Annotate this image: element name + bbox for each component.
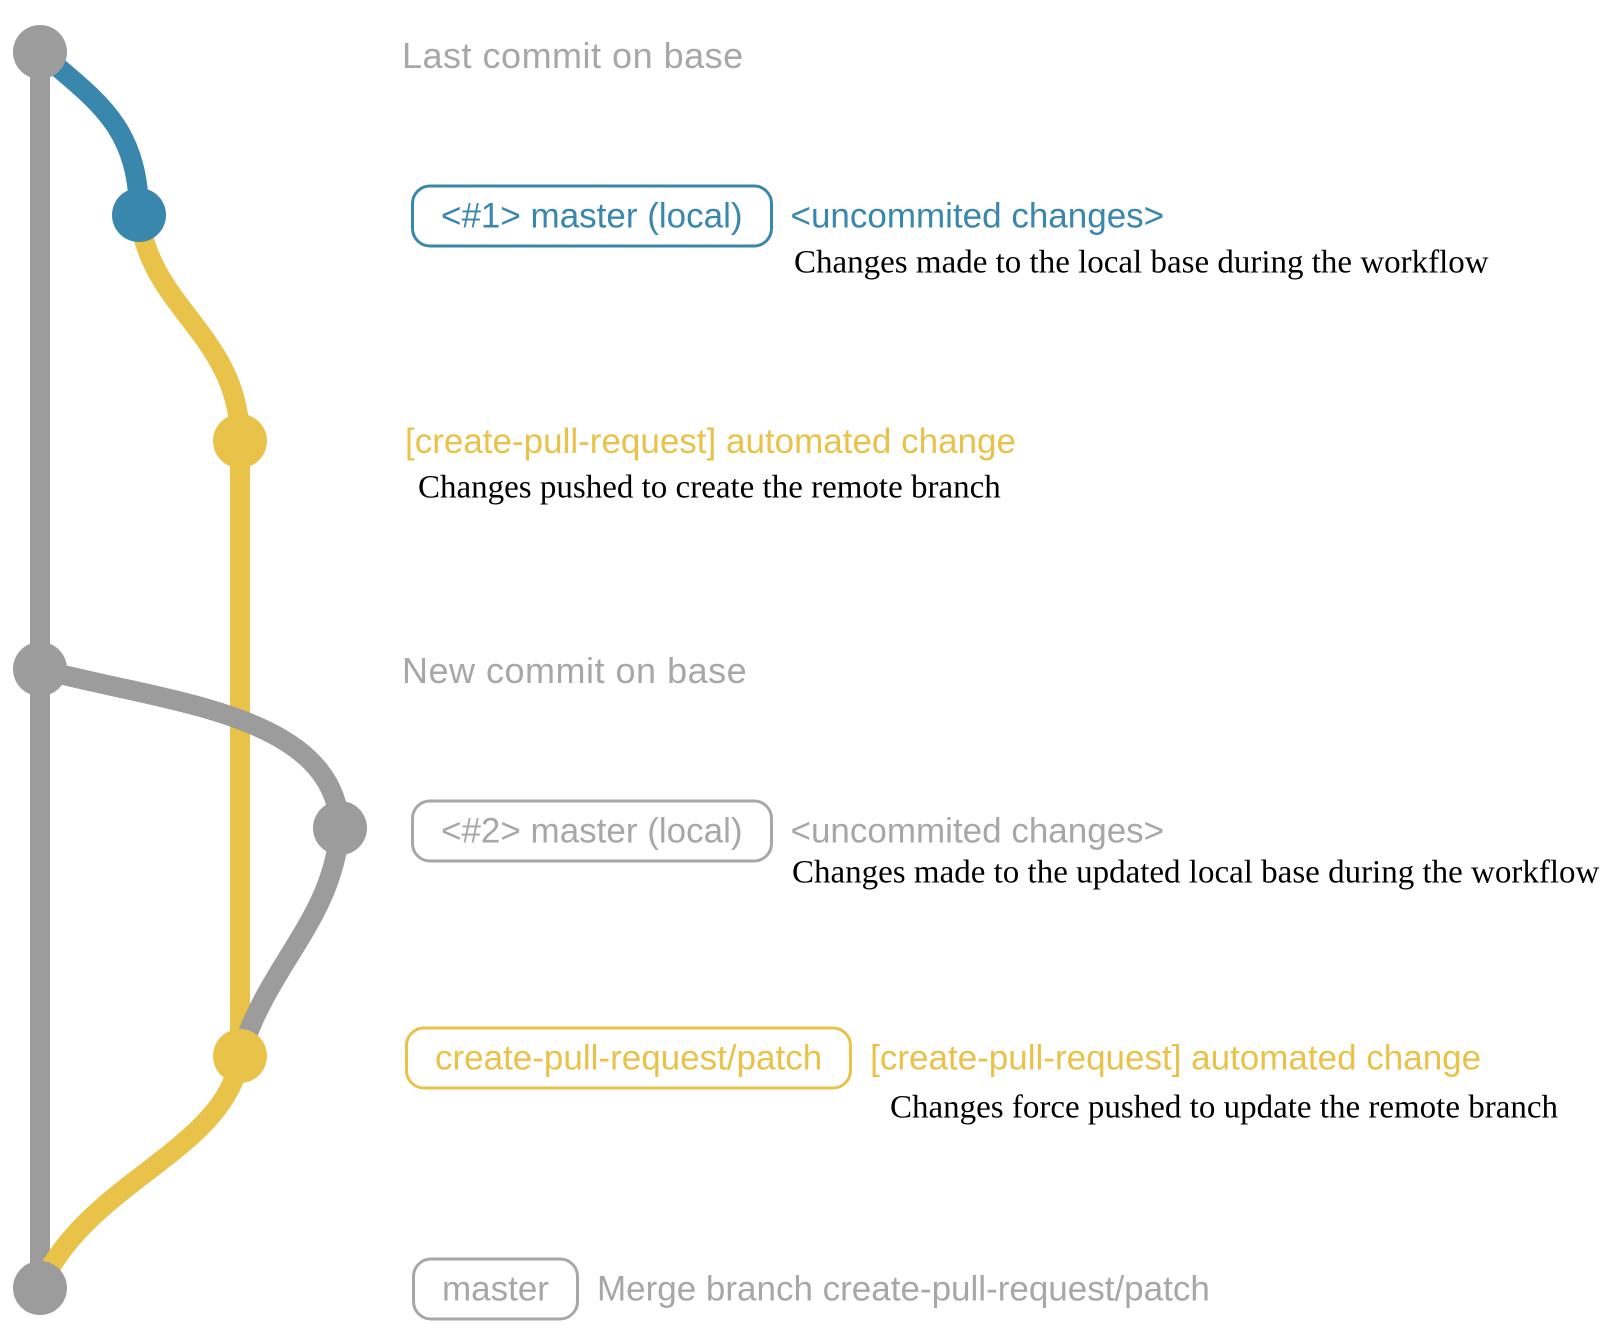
row-local-master-1: <#1> master (local) <uncommited changes> [411,184,1165,248]
commit-dot-last-commit-on-base [13,25,67,79]
commit-message-automated-change-2: [create-pull-request] automated change [870,1038,1482,1077]
row-master-merge: master Merge branch create-pull-request/… [412,1257,1210,1321]
note-push-remote-branch: Changes pushed to create the remote bran… [418,469,1001,506]
commit-dot-new-commit-on-base [13,642,67,696]
patch-merge-into-master-curve [30,1046,250,1298]
branch-badge-create-pull-request-patch: create-pull-request/patch [405,1026,853,1090]
local-master-branch-line [30,42,149,225]
branch-badge-master-local-1: <#1> master (local) [411,184,773,248]
commit-message-uncommitted-1: <uncommited changes> [790,196,1165,235]
note-force-push-remote-branch: Changes force pushed to update the remot… [890,1089,1559,1126]
commit-message-merge-branch: Merge branch create-pull-request/patch [596,1269,1210,1308]
row-local-master-2: <#2> master (local) <uncommited changes> [411,799,1165,863]
patch-branch-curve-top [129,205,250,451]
commit-dot-local-master-1 [112,188,166,242]
branch-badge-master-local-2: <#2> master (local) [411,799,773,863]
updated-local-master-rebase-curve [230,818,350,1066]
note-local-changes-2: Changes made to the updated local base d… [792,854,1600,891]
note-local-changes-1: Changes made to the local base during th… [794,244,1489,281]
commit-message-automated-change-1: [create-pull-request] automated change [405,422,1016,461]
commit-graph [13,25,367,1315]
commit-dot-patch-2 [213,1029,267,1083]
branch-badge-master: master [412,1257,579,1321]
label-last-commit-on-base: Last commit on base [402,35,744,76]
commit-message-uncommitted-2: <uncommited changes> [790,811,1165,850]
commit-dot-merge-on-master [13,1261,67,1315]
label-new-commit-on-base: New commit on base [402,650,748,691]
updated-local-master-curve [30,659,350,838]
commit-dot-local-master-2 [313,801,367,855]
commit-dot-patch-1 [213,414,267,468]
row-patch-branch: create-pull-request/patch [create-pull-r… [405,1026,1482,1090]
